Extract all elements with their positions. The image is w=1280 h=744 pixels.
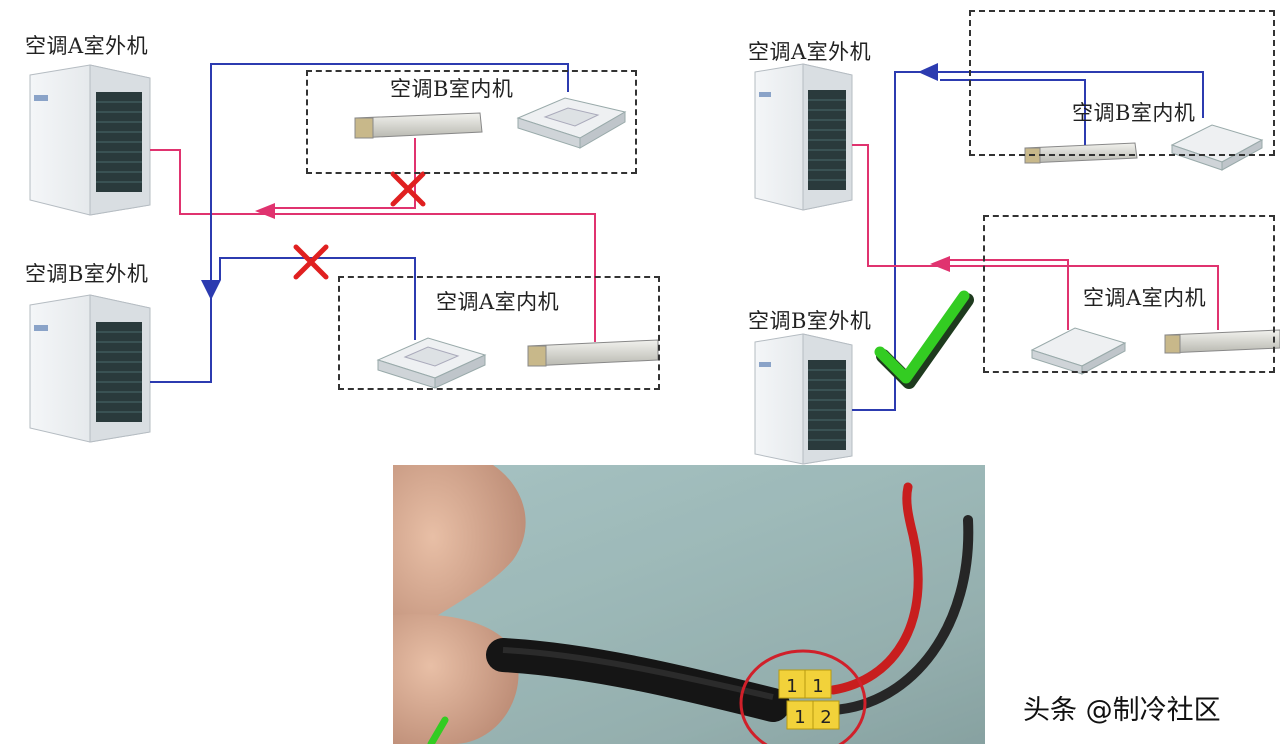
- red-cross-icon: [293, 244, 329, 280]
- red-arrow-left: [255, 203, 275, 219]
- red-wire-left: [150, 138, 596, 342]
- cassette-unit-a-right: [1030, 327, 1127, 375]
- wire-tag-1: 1: [778, 669, 806, 699]
- wire-tag-4: 2: [812, 700, 840, 730]
- label-indoor-b-left: 空调B室内机: [390, 77, 514, 101]
- wire-tag-3: 1: [786, 700, 814, 730]
- red-wire: [828, 482, 923, 695]
- wire-tag-2-text: 1: [812, 676, 823, 697]
- photo-illustration: 1 1 1 2: [393, 465, 985, 744]
- blue-arrow-right: [918, 63, 938, 81]
- wire-tag-2: 1: [804, 669, 832, 699]
- finger-top: [393, 465, 526, 645]
- red-cross-icon: [390, 171, 426, 207]
- outdoor-unit-a-left: [29, 64, 151, 216]
- indoor-group-a-left: [338, 276, 660, 390]
- black-wire: [828, 515, 974, 715]
- duct-unit-b-left: [354, 112, 483, 139]
- label-outdoor-a-right: 空调A室外机: [748, 40, 872, 64]
- duct-unit-a-right: [1164, 329, 1280, 354]
- thumb: [393, 614, 519, 744]
- outdoor-unit-b-right: [754, 333, 853, 465]
- green-check-icon: [427, 716, 449, 744]
- label-indoor-a-left: 空调A室内机: [436, 290, 560, 314]
- label-outdoor-b-right: 空调B室外机: [748, 309, 872, 333]
- highlight-circle: [739, 649, 867, 744]
- green-check-icon: [874, 290, 974, 389]
- indoor-group-b-left: [306, 70, 637, 174]
- outdoor-unit-a-right: [754, 63, 853, 211]
- label-outdoor-b-left: 空调B室外机: [25, 262, 149, 286]
- indoor-group-a-right: [983, 215, 1275, 373]
- wire-tag-1-text: 1: [786, 676, 797, 697]
- red-arrow-right: [930, 256, 950, 272]
- blue-arrow-left: [201, 280, 221, 300]
- duct-unit-a-left: [527, 339, 659, 367]
- wire-tag-3-text: 1: [794, 707, 805, 728]
- cassette-unit-b-left: [516, 97, 627, 149]
- cassette-unit-a-left: [376, 337, 487, 389]
- wire-label-photo: 1 1 1 2: [393, 465, 985, 744]
- indoor-group-b-right: [969, 10, 1275, 156]
- watermark: 头条 @制冷社区: [1023, 695, 1221, 726]
- label-indoor-b-right: 空调B室内机: [1072, 101, 1196, 125]
- label-indoor-a-right: 空调A室内机: [1083, 286, 1207, 310]
- label-outdoor-a-left: 空调A室外机: [25, 34, 149, 58]
- red-wire-right: [852, 144, 1219, 330]
- wire-tag-4-text: 2: [820, 707, 831, 728]
- blue-wire-right: [852, 71, 1204, 411]
- outdoor-unit-b-left: [29, 294, 151, 443]
